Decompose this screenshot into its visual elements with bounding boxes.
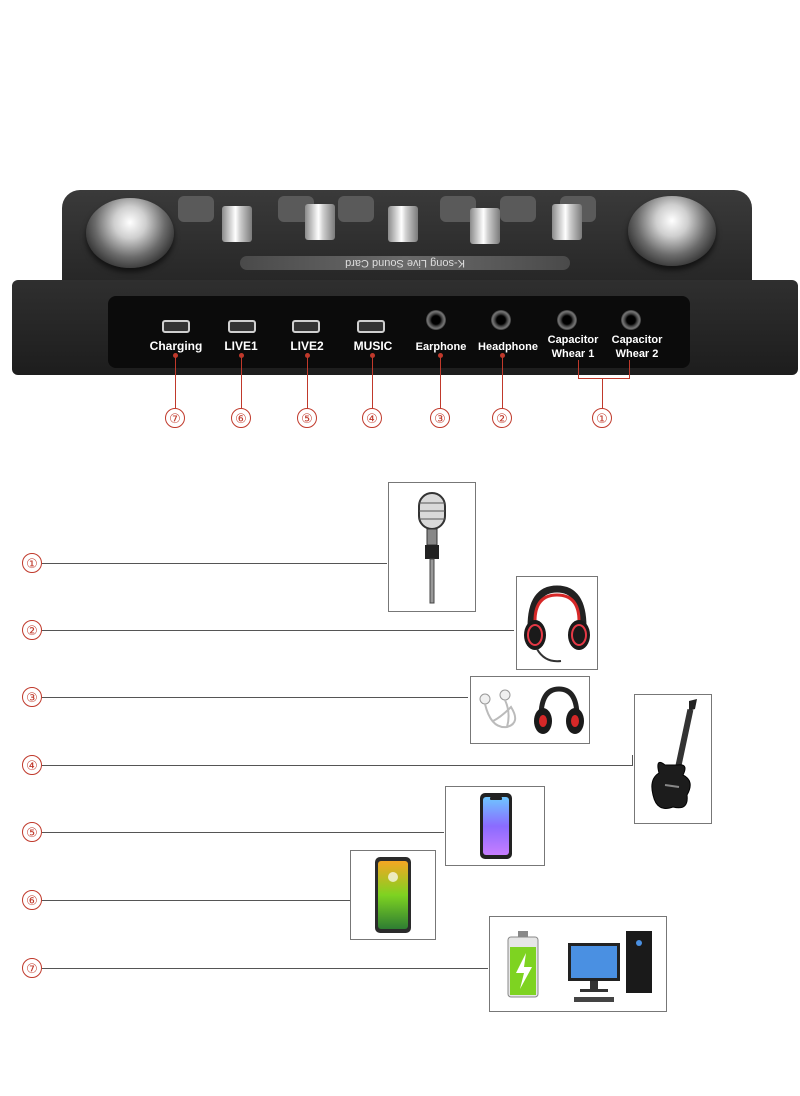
pad bbox=[338, 196, 374, 222]
callout-number-7: ⑦ bbox=[165, 408, 185, 428]
legend-number-7: ⑦ bbox=[22, 958, 42, 978]
live2-port bbox=[292, 320, 320, 333]
guitar-box bbox=[634, 694, 712, 824]
fader[interactable] bbox=[305, 204, 335, 240]
microphone-icon bbox=[418, 492, 446, 604]
fader[interactable] bbox=[470, 208, 500, 244]
smartphone-icon bbox=[480, 793, 512, 859]
callout-number-3: ③ bbox=[430, 408, 450, 428]
capacitor-mic-jack-1 bbox=[557, 310, 577, 330]
brand-strip bbox=[240, 256, 570, 270]
callout-number-1: ① bbox=[592, 408, 612, 428]
callout-dot bbox=[438, 353, 443, 358]
capacitor-mic-jack-2 bbox=[621, 310, 641, 330]
volume-knob-right[interactable] bbox=[628, 196, 716, 266]
fader[interactable] bbox=[552, 204, 582, 240]
callout-dot bbox=[370, 353, 375, 358]
battery-and-computer-icon bbox=[507, 931, 652, 1002]
legend-line bbox=[42, 900, 350, 901]
port-label-capacitor-2-line1: Capacitor bbox=[611, 334, 663, 346]
earphones-headphones-icon bbox=[479, 686, 584, 734]
callout-number-4: ④ bbox=[362, 408, 382, 428]
legend-line bbox=[42, 968, 488, 969]
electric-guitar-icon bbox=[651, 699, 697, 809]
legend-line bbox=[42, 765, 632, 766]
legend-line bbox=[42, 563, 387, 564]
callout-line bbox=[372, 356, 373, 408]
microphone-box bbox=[388, 482, 476, 612]
legend-line bbox=[42, 630, 514, 631]
android-phone-box bbox=[350, 850, 436, 940]
android-smartphone-icon bbox=[375, 857, 411, 933]
port-label-earphone: Earphone bbox=[415, 341, 467, 353]
callout-line bbox=[241, 356, 242, 408]
charging-port bbox=[162, 320, 190, 333]
earphone-jack bbox=[426, 310, 446, 330]
port-label-capacitor-1-line2: Whear 1 bbox=[551, 348, 595, 360]
callout-dot bbox=[305, 353, 310, 358]
callout-line bbox=[502, 356, 503, 408]
callout-dot bbox=[500, 353, 505, 358]
volume-knob-left[interactable] bbox=[86, 198, 174, 268]
music-port bbox=[357, 320, 385, 333]
legend-number-3: ③ bbox=[22, 687, 42, 707]
callout-dot bbox=[239, 353, 244, 358]
callout-number-5: ⑤ bbox=[297, 408, 317, 428]
legend-line bbox=[42, 697, 468, 698]
smartphone-box bbox=[445, 786, 545, 866]
callout-line bbox=[602, 378, 603, 408]
callout-line bbox=[175, 356, 176, 408]
pad bbox=[500, 196, 536, 222]
callout-number-6: ⑥ bbox=[231, 408, 251, 428]
callout-line bbox=[307, 356, 308, 408]
callout-dot bbox=[173, 353, 178, 358]
legend-number-1: ① bbox=[22, 553, 42, 573]
port-label-capacitor-1-line1: Capacitor bbox=[547, 334, 599, 346]
live1-port bbox=[228, 320, 256, 333]
port-label-live2: LIVE2 bbox=[290, 339, 324, 353]
callout-number-2: ② bbox=[492, 408, 512, 428]
charging-box bbox=[489, 916, 667, 1012]
legend-number-2: ② bbox=[22, 620, 42, 640]
port-label-live1: LIVE1 bbox=[224, 339, 258, 353]
headset-box bbox=[516, 576, 598, 670]
legend-number-4: ④ bbox=[22, 755, 42, 775]
legend-number-5: ⑤ bbox=[22, 822, 42, 842]
port-label-headphone: Headphone bbox=[478, 341, 538, 353]
brand-text: K-song Live Sound Card bbox=[345, 257, 465, 269]
earphones-box bbox=[470, 676, 590, 744]
callout-line bbox=[440, 356, 441, 408]
headphone-jack bbox=[491, 310, 511, 330]
port-label-capacitor-2-line2: Whear 2 bbox=[615, 348, 659, 360]
fader[interactable] bbox=[388, 206, 418, 242]
fader[interactable] bbox=[222, 206, 252, 242]
legend-tick bbox=[632, 755, 633, 766]
port-label-music: MUSIC bbox=[353, 339, 393, 353]
port-panel bbox=[108, 296, 690, 368]
callout-bracket bbox=[578, 360, 630, 379]
port-label-charging: Charging bbox=[149, 339, 203, 353]
pad bbox=[178, 196, 214, 222]
gaming-headset-icon bbox=[524, 585, 590, 663]
legend-line bbox=[42, 832, 444, 833]
legend-number-6: ⑥ bbox=[22, 890, 42, 910]
